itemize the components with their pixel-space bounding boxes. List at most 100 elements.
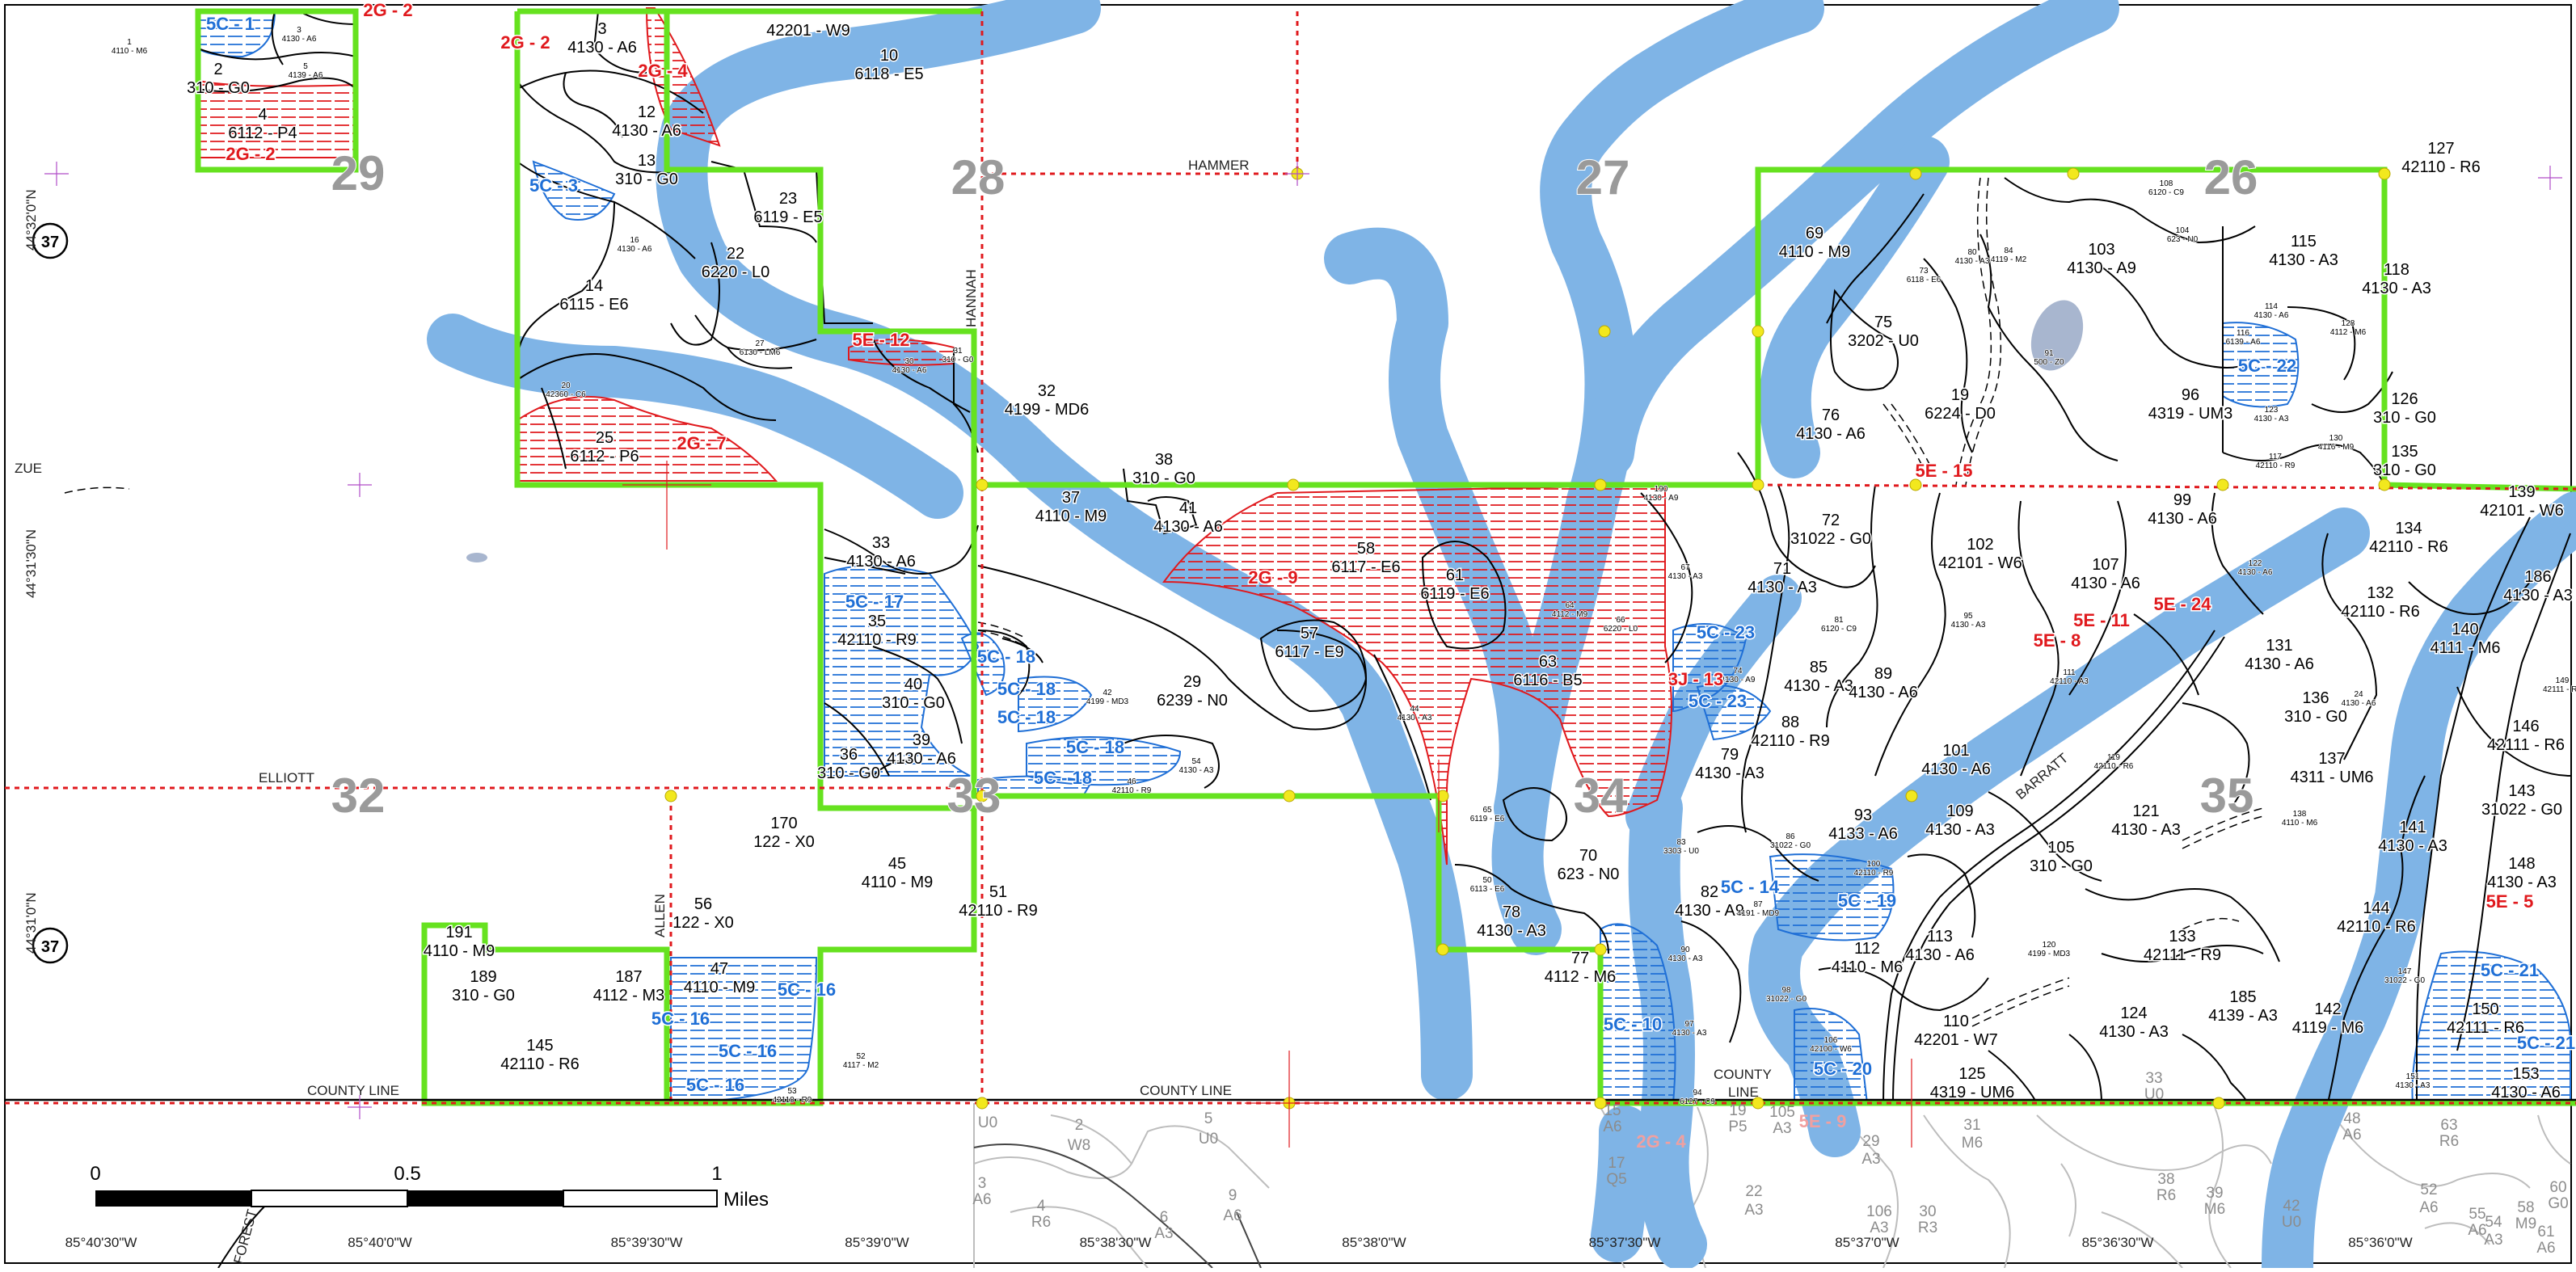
- stand-code: 6120 - C9: [1821, 625, 1857, 634]
- outside-stand-label: U0: [1199, 1131, 1218, 1148]
- stand-number: 27: [755, 339, 765, 348]
- treatment-label: 5C - 18: [997, 707, 1056, 727]
- stand-code: 4110 - M9: [424, 942, 495, 960]
- stand-number: 35: [868, 613, 886, 630]
- outside-stand-label: 17: [1608, 1155, 1625, 1172]
- stand-code: 4130 - A6: [1796, 425, 1866, 443]
- stand-code: 310 - G0: [2284, 708, 2347, 726]
- stand-number: 51: [989, 883, 1007, 901]
- stand-code: 310 - G0: [2373, 409, 2436, 427]
- stand-code: 3202 - U0: [1848, 332, 1919, 350]
- stand-code: 4130 - A3: [1477, 922, 1546, 940]
- stand-code: 6239 - N0: [1157, 692, 1228, 710]
- outside-stand-label: 39: [2206, 1185, 2223, 1202]
- stand-number: 137: [2318, 750, 2345, 768]
- stand-code: 4130 - A6: [846, 553, 916, 571]
- stand-number: 25: [596, 429, 613, 447]
- stand-code: 42100 - W6: [1810, 1045, 1852, 1054]
- route-shield-1: 37: [32, 222, 69, 259]
- stand-code: 4130 - A3: [1179, 766, 1214, 775]
- outside-stand-label: M9: [2515, 1215, 2536, 1232]
- stand-number: 19: [1951, 386, 1969, 404]
- stand-code: 4130 - A3: [1925, 821, 1995, 839]
- stand-number: 134: [2395, 520, 2422, 537]
- outside-stand-label: 3: [978, 1175, 987, 1192]
- stand-number: 132: [2367, 584, 2393, 602]
- stand-code: 310 - G0: [942, 356, 974, 364]
- stand-number: 143: [2508, 782, 2535, 800]
- stand-code: 310 - G0: [187, 79, 250, 97]
- stand-number: 142: [2314, 1000, 2341, 1018]
- stand-code: 42201 - W7: [1914, 1031, 1997, 1049]
- stand-number: 44: [1410, 705, 1419, 714]
- stand-number: 148: [2508, 855, 2535, 873]
- scale-label-1: 1: [711, 1163, 722, 1185]
- stand-code: 4130 - A6: [2342, 699, 2376, 708]
- stand-code: 500 - Z0: [2034, 358, 2064, 367]
- outside-stand-label: 19: [1729, 1102, 1746, 1119]
- purple-marks: [44, 162, 2562, 1119]
- stand-code: 42110 - R6: [2341, 603, 2419, 621]
- stand-code: 6120 - C9: [2148, 188, 2184, 197]
- outside-stand-label: A6: [2468, 1222, 2486, 1239]
- longitude-label: 85°38'0"W: [1342, 1235, 1406, 1250]
- stand-number: 39: [913, 731, 930, 749]
- stand-number: 146: [2512, 718, 2539, 735]
- stand-number: 72: [1822, 512, 1840, 529]
- stand-code: 310 - G0: [882, 694, 945, 712]
- stand-number: 42: [1102, 689, 1112, 697]
- stand-code: 4130 - A3: [2503, 587, 2573, 604]
- stand-code: 4110 - M9: [862, 874, 934, 891]
- stand-code: 4139 - A6: [289, 71, 323, 80]
- stand-code: 310 - G0: [817, 764, 880, 782]
- treatment-label: 5E - 8: [2034, 630, 2081, 651]
- stand-number: 4: [258, 106, 267, 124]
- stand-number: 24: [2354, 690, 2363, 699]
- section-27: 27: [1576, 150, 1630, 204]
- stand-number: 138: [2293, 810, 2307, 819]
- latitude-labels: 44°32'0"N 44°31'30"N 44°31'0"N: [23, 189, 39, 954]
- outside-stand-label: M6: [1962, 1135, 1983, 1152]
- stand-number: 189: [470, 968, 496, 986]
- outside-stand-label: 9: [1229, 1187, 1237, 1204]
- stand-code: 6139 - A6: [2226, 338, 2261, 347]
- stand-code: 42111 - R9: [2144, 946, 2221, 964]
- stand-number: 101: [1942, 742, 1969, 760]
- stand-number: 135: [2391, 443, 2418, 461]
- stand-number: 45: [888, 855, 906, 873]
- longitude-label: 85°37'30"W: [1589, 1235, 1661, 1250]
- stand-number: 73: [1919, 267, 1929, 276]
- stand-number: 64: [1565, 601, 1575, 610]
- treatment-label: 5E - 11: [2073, 610, 2130, 630]
- treatment-label: 5C - 21: [2517, 1033, 2575, 1053]
- stand-number: 50: [1482, 876, 1492, 885]
- stand-code: 4112 - M6: [1545, 968, 1617, 986]
- stand-number: 36: [840, 746, 858, 764]
- road-county-line-4: LINE: [1728, 1085, 1759, 1100]
- stand-code: 6117 - E6: [1331, 558, 1400, 576]
